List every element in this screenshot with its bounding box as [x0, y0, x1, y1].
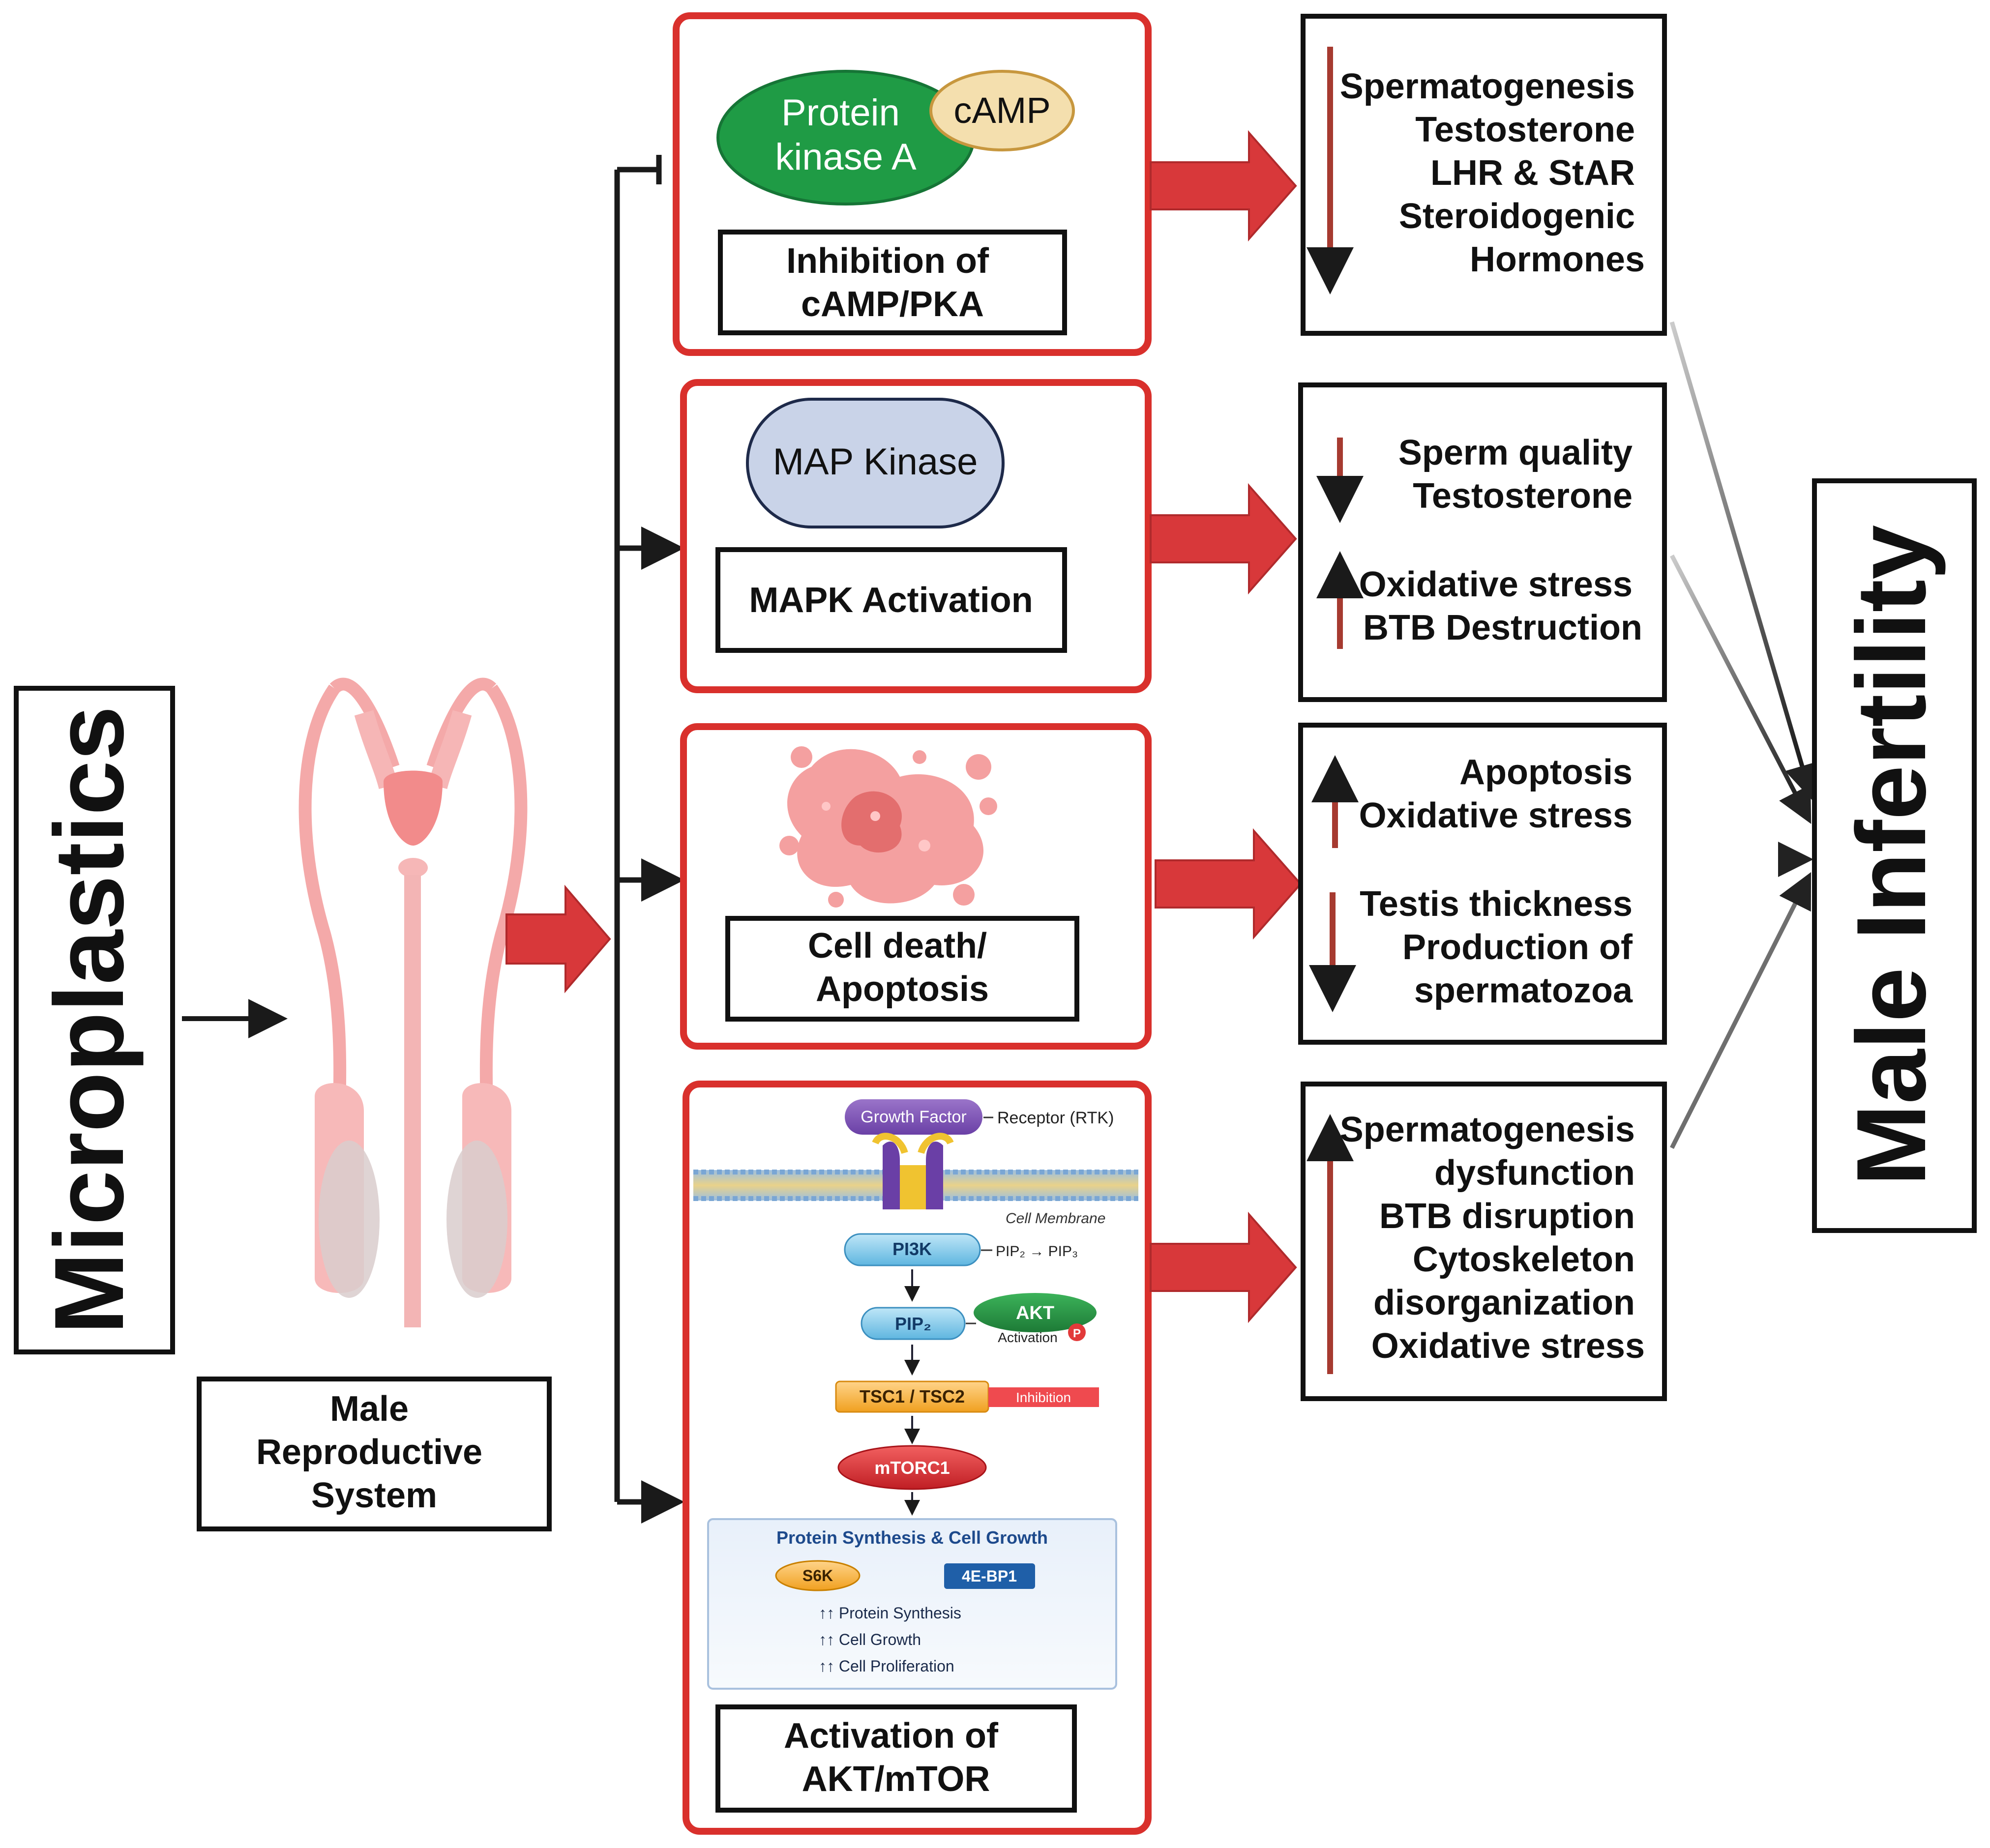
effect1-item5: Hormones	[1470, 240, 1645, 279]
pi3k-pill	[844, 1233, 981, 1266]
svg-text:Apoptosis Oxidative stre: Apoptosis Oxidative stress Testis thickn…	[1359, 753, 1642, 1010]
pathway-card-apoptosis: Cell death/ Apoptosis	[680, 723, 1152, 1050]
reproductive-label-line3: System	[311, 1476, 437, 1515]
microplastics-label: Microplastics	[34, 706, 144, 1334]
effect1-item3: LHR & StAR	[1430, 153, 1635, 193]
cell-death-icon	[779, 746, 997, 908]
effect1-item1: Spermatogenesis	[1340, 67, 1635, 106]
growth-factor-label: Growth Factor	[861, 1108, 966, 1126]
effect4-item4: Cytoskeleton	[1413, 1240, 1635, 1279]
s6k-label: S6K	[802, 1567, 833, 1584]
phospho-badge	[1068, 1323, 1086, 1341]
microplastics-box: Microplastics	[14, 686, 175, 1354]
reproductive-system-label-box: Male Reproductive System	[197, 1377, 552, 1531]
pathway1-label-line1: Inhibition of	[786, 241, 989, 281]
4ebp1-pill	[944, 1563, 1035, 1589]
pathway3-to-effects-arrow	[1155, 828, 1302, 940]
outcome-protein-synthesis: ↑↑ Protein Synthesis	[819, 1604, 961, 1622]
akt-pill	[974, 1293, 1097, 1332]
pka-label-line2: kinase A	[775, 136, 917, 178]
tsc-label: TSC1 / TSC2	[860, 1386, 965, 1407]
cell-membrane-label: Cell Membrane	[1006, 1210, 1105, 1227]
pathway4-label-line1: Activation of	[784, 1716, 999, 1756]
svg-text:Spermatogenesis dysfunct: Spermatogenesis dysfunction BTB disrupti…	[1340, 1110, 1645, 1366]
4ebp1-label: 4E-BP1	[962, 1567, 1017, 1585]
pip2-label: PIP₂	[895, 1314, 931, 1334]
svg-text:Activation of AKT/mTOR: Activation of AKT/mTOR	[784, 1716, 1008, 1799]
pathway-card-akt-mtor: Growth Factor Receptor (RTK) Cell Membra…	[683, 1081, 1152, 1835]
male-reproductive-system-illustration	[298, 677, 528, 1327]
male-infertility-box: Male Infertility	[1812, 478, 1977, 1233]
effects-box-2: Sperm quality Testosterone Oxidative str…	[1298, 382, 1667, 702]
effects-box-3: Apoptosis Oxidative stress Testis thickn…	[1298, 723, 1667, 1045]
effect2-item2: Testosterone	[1413, 476, 1633, 516]
organ-to-pathways-arrow	[505, 884, 611, 994]
reproductive-label-line2: Reproductive	[256, 1433, 482, 1472]
svg-text:Sperm quality Testostero: Sperm quality Testosterone Oxidative str…	[1359, 433, 1642, 647]
pip2-pill	[861, 1307, 966, 1340]
effect3-item1: Apoptosis	[1459, 753, 1633, 792]
outcome-cell-growth: ↑↑ Cell Growth	[819, 1631, 921, 1648]
svg-text:Inhibition of cAMP/PKA: Inhibition of cAMP/PKA	[786, 241, 999, 324]
svg-text:Protein kinase A: Protein kinase A	[775, 92, 917, 178]
akt-label: AKT	[1016, 1303, 1054, 1323]
receptor-rtk-icon	[872, 1133, 954, 1209]
mtorc1-pill	[837, 1445, 987, 1490]
svg-text:Cell death/ Apoptosis: Cell death/ Apoptosis	[808, 926, 997, 1009]
pathway-card-camp-pka: Protein kinase A cAMP Inhibition of cAMP…	[673, 12, 1152, 356]
pathway4-to-effects-arrow	[1150, 1211, 1297, 1323]
pathway4-label-line2: AKT/mTOR	[802, 1760, 990, 1799]
effect3-item3: Testis thickness	[1360, 884, 1633, 924]
mtorc1-label: mTORC1	[874, 1458, 950, 1478]
effect4-item5: disorganization	[1373, 1283, 1635, 1322]
effects-box-4: Spermatogenesis dysfunction BTB disrupti…	[1301, 1082, 1667, 1401]
effect3-item2: Oxidative stress	[1359, 796, 1633, 835]
pathway3-label-line1: Cell death/	[808, 926, 987, 966]
protein-synthesis-title: Protein Synthesis & Cell Growth	[776, 1527, 1048, 1548]
effect2-item1: Sperm quality	[1398, 433, 1633, 472]
effect1-item4: Steroidogenic	[1399, 197, 1635, 236]
outcome-cell-proliferation: ↑↑ Cell Proliferation	[819, 1657, 954, 1675]
phospho-label: P	[1073, 1327, 1081, 1340]
pip-conversion-label: PIP₂ → PIP₃	[996, 1243, 1078, 1260]
s6k-pill	[775, 1560, 861, 1591]
camp-icon	[929, 70, 1075, 151]
akt-activation-label: Activation	[998, 1330, 1057, 1345]
growth-factor-pill	[845, 1099, 982, 1135]
inhibition-label: Inhibition	[1016, 1390, 1071, 1405]
effect4-item3: BTB disruption	[1379, 1197, 1635, 1236]
map-kinase-label: MAP Kinase	[773, 441, 978, 483]
pathway1-to-effects-arrow	[1150, 130, 1297, 242]
branch-connector	[614, 155, 684, 1524]
inhibition-bar	[988, 1387, 1099, 1407]
svg-text:Male Reproductive: Male Reproductive System	[256, 1389, 492, 1515]
pathway2-label: MAPK Activation	[749, 581, 1033, 620]
male-infertility-label: Male Infertility	[1837, 525, 1946, 1186]
pi3k-label: PI3K	[892, 1239, 932, 1259]
effect3-item5: spermatozoa	[1414, 971, 1633, 1010]
effect4-item2: dysfunction	[1434, 1153, 1635, 1193]
reproductive-label-line1: Male	[330, 1389, 409, 1429]
receptor-label: Receptor (RTK)	[997, 1109, 1114, 1127]
effect2-item3: Oxidative stress	[1359, 565, 1633, 604]
effect2-item4: BTB Destruction	[1363, 608, 1642, 647]
pka-label-line1: Protein	[781, 92, 900, 134]
svg-text:Spermatogenesis Testoste: Spermatogenesis Testosterone LHR & StAR …	[1340, 67, 1645, 279]
pathway3-label-line2: Apoptosis	[816, 969, 989, 1009]
effects-box-1: Spermatogenesis Testosterone LHR & StAR …	[1301, 14, 1667, 336]
effect1-item2: Testosterone	[1415, 110, 1635, 149]
converging-arrows	[1669, 321, 1819, 1149]
effect4-item6: Oxidative stress	[1371, 1326, 1645, 1366]
camp-label: cAMP	[953, 90, 1050, 131]
svg-text:↑↑ Protein Synthesis ↑↑: ↑↑ Protein Synthesis ↑↑ Cell Growth ↑↑ C…	[819, 1604, 966, 1675]
effect3-item4: Production of	[1402, 928, 1633, 967]
map-kinase-icon	[746, 398, 1005, 528]
pathway1-label-line2: cAMP/PKA	[801, 285, 984, 324]
pathway2-to-effects-arrow	[1150, 483, 1297, 595]
effect4-item1: Spermatogenesis	[1340, 1110, 1635, 1149]
pathway-card-mapk: MAP Kinase MAPK Activation	[680, 379, 1152, 693]
